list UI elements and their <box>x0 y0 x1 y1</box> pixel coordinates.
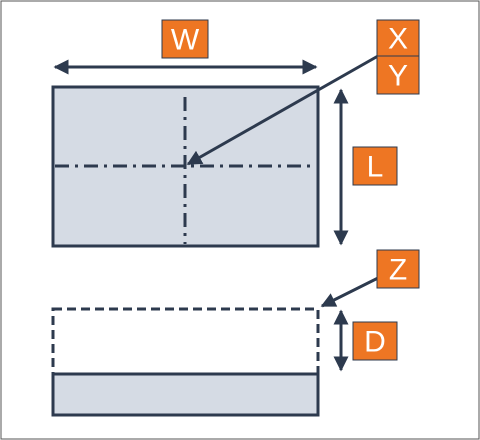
label-z-tag: Z <box>376 249 420 289</box>
label-l-text: L <box>367 151 384 184</box>
label-x-text: X <box>388 23 408 56</box>
z-pointer-arrow <box>320 276 379 308</box>
label-z-text: Z <box>389 254 407 287</box>
label-d-text: D <box>364 326 386 359</box>
label-d-tag: D <box>352 321 398 361</box>
label-w-text: W <box>171 24 200 57</box>
label-w-tag: W <box>161 19 209 59</box>
side-view-dashed-box <box>51 307 320 376</box>
label-y-tag: Y <box>376 55 420 95</box>
side-view-solid-base <box>51 372 320 417</box>
center-pointer-arrow <box>186 54 379 166</box>
label-l-tag: L <box>352 146 398 186</box>
label-x-tag: X <box>376 19 420 57</box>
label-y-text: Y <box>388 60 408 93</box>
